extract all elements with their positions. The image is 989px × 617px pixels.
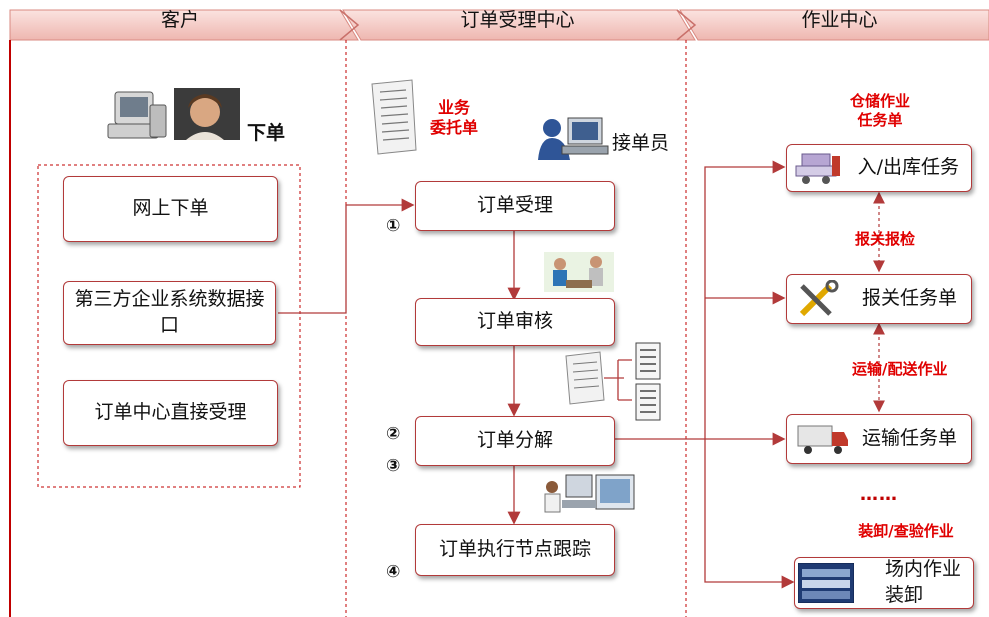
transport-task-text: 运输任务单: [861, 427, 957, 450]
customer-group-frame: [37, 164, 301, 488]
online-order-box: 网上下单: [63, 176, 278, 242]
computer-icon: [107, 91, 167, 139]
customs-inspection-label: 报关报检: [855, 230, 916, 248]
header-order-center: 订单受理中心: [460, 9, 575, 31]
order-split-box: 订单分解: [415, 416, 615, 466]
split-document-icon-2: [635, 383, 661, 421]
marker-3: ③: [386, 456, 401, 476]
tracking-workstation-icon: [540, 474, 636, 520]
order-review-box: 订单审核: [415, 298, 615, 346]
order-tracking-box: 订单执行节点跟踪: [415, 524, 615, 576]
loading-inspection-label: 装卸/查验作业: [858, 522, 954, 540]
business-order-label: 业务 委托单: [429, 98, 478, 137]
place-order-label: 下单: [247, 122, 286, 144]
connector-to-warehouse: [704, 160, 786, 439]
customs-task-text: 报关任务单: [861, 287, 957, 310]
operator-photo-icon: [174, 88, 240, 140]
document-icon: [371, 79, 417, 155]
connector-interface-to-accept: [278, 198, 415, 314]
header-bar: [9, 9, 989, 41]
connector-doc-split: [604, 359, 632, 401]
clerk-label: 接单员: [612, 132, 670, 154]
marker-2: ②: [386, 424, 401, 444]
clerk-icon: [538, 117, 609, 160]
third-party-interface-box: 第三方企业系统数据接口: [63, 281, 276, 345]
split-document-icon-1: [635, 342, 661, 380]
tools-icon: [799, 280, 839, 317]
container-yard-icon: [798, 563, 854, 603]
warehouse-task-label: 仓储作业 任务单: [849, 92, 910, 129]
marker-4: ④: [386, 562, 401, 582]
marker-1: ①: [386, 216, 401, 236]
ellipsis: ……: [860, 484, 898, 505]
truck-icon: [797, 425, 848, 454]
forklift-icon: [795, 153, 840, 184]
onsite-task-box: 场内作业 装卸: [794, 557, 974, 609]
warehouse-task-text: 入/出库任务: [857, 156, 959, 179]
direct-accept-box: 订单中心直接受理: [63, 380, 278, 446]
order-accept-box: 订单受理: [415, 181, 615, 231]
header-operation-center: 作业中心: [801, 9, 878, 31]
onsite-task-text: 场内作业 装卸: [884, 558, 961, 606]
source-document-icon: [565, 351, 605, 405]
transport-delivery-label: 运输/配送作业: [852, 360, 948, 378]
header-customer: 客户: [160, 9, 199, 31]
meeting-icon: [544, 252, 614, 292]
connector-to-onsite: [704, 439, 795, 589]
